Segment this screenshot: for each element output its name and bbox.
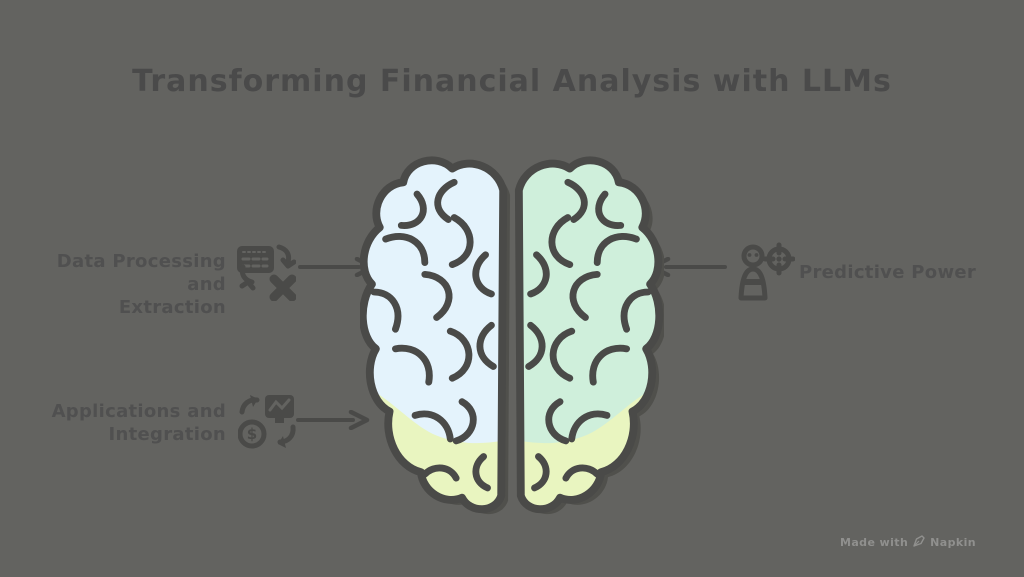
callout-data-processing-label: Data Processing and Extraction: [26, 250, 226, 319]
brain-right-hemisphere: [507, 160, 667, 515]
diagram-title: Transforming Financial Analysis with LLM…: [132, 64, 892, 99]
callout-applications-label: Applications and Integration: [26, 400, 226, 446]
callout-label-line: Data Processing and: [56, 251, 226, 295]
pen-nib-icon: [913, 535, 925, 550]
callout-label-line: Predictive Power: [799, 262, 977, 283]
watermark-prefix: Made with: [840, 536, 909, 549]
callout-predictive-label: Predictive Power: [799, 261, 1019, 284]
brain-left-hemisphere: [360, 160, 511, 515]
person-target-icon: [733, 242, 796, 308]
arrow-right-icon: [295, 409, 371, 434]
brain-illustration: [360, 149, 667, 535]
watermark-brand: Napkin: [930, 536, 976, 549]
finance-apps-sync-icon: $: [237, 391, 298, 455]
callout-label-line: Extraction: [118, 297, 226, 318]
dollar-sign: $: [247, 425, 257, 443]
callout-label-line: Integration: [108, 424, 226, 445]
callout-label-line: Applications and: [51, 401, 226, 422]
spreadsheet-conversion-icon: [234, 239, 297, 305]
watermark: Made with Napkin: [840, 535, 976, 550]
